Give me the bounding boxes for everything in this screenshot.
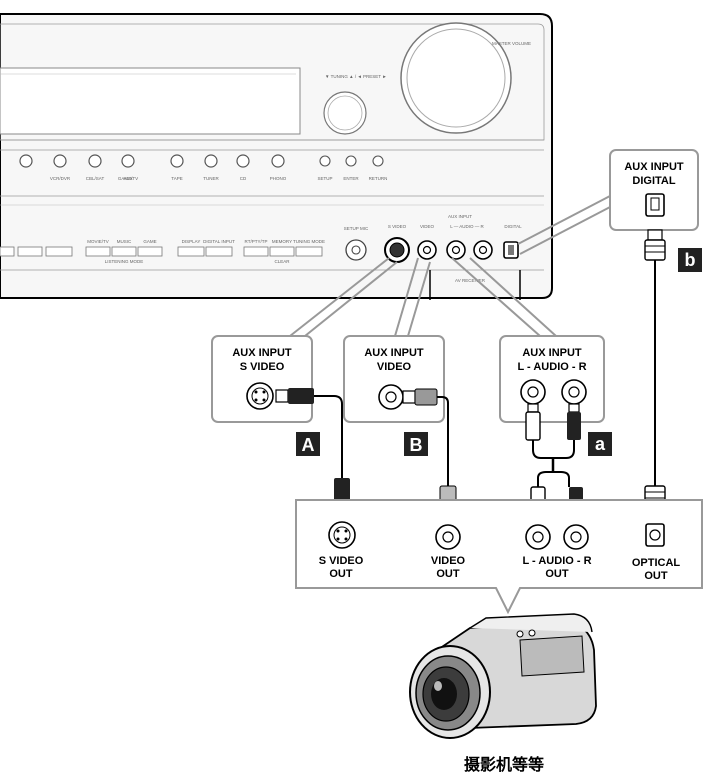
optical-cable (644, 229, 666, 519)
memory-button[interactable] (269, 246, 295, 257)
display-label: DISPLAY (182, 239, 201, 244)
panel-button[interactable] (0, 246, 15, 257)
master-volume-label: MASTER VOLUME (492, 41, 531, 46)
input-label-cd: CD (240, 176, 247, 181)
aux-input-label: AUX INPUT (448, 214, 472, 219)
svideo-out-line1: S VIDEO (319, 555, 364, 567)
input-button-phono[interactable] (271, 154, 285, 168)
lower-button-row (0, 246, 323, 257)
aux-digital-label: DIGITAL (504, 224, 522, 229)
front-display (0, 67, 301, 135)
panel-button[interactable] (45, 246, 73, 257)
callout-digital-line1: AUX INPUT (624, 161, 684, 173)
svg-text:B: B (410, 435, 423, 455)
rt-pty-tp-button[interactable] (243, 246, 269, 257)
device-caption: 摄影机等等 (464, 755, 544, 774)
callout-video-line2: VIDEO (377, 361, 412, 373)
callout-video: AUX INPUT VIDEO (343, 335, 445, 423)
callout-digital: AUX INPUT DIGITAL (609, 149, 699, 231)
video-out-line1: VIDEO (431, 555, 466, 567)
tuning-mode-button[interactable] (295, 246, 323, 257)
callout-digital-line2: DIGITAL (632, 175, 675, 187)
aux-svideo-label: S VIDEO (388, 224, 407, 229)
input-label-phono: PHONO (270, 176, 287, 181)
input-label-aux: AUX (123, 176, 132, 181)
svg-text:a: a (595, 434, 606, 454)
movie-tv-label: MOVIE/TV (87, 239, 109, 244)
panel-button[interactable] (17, 246, 43, 257)
listening-mode-label: LISTENING MODE (105, 259, 144, 264)
video-out-jack (435, 524, 461, 550)
audio-out-line1: L - AUDIO - R (522, 555, 591, 567)
setup-mic-label: SETUP MIC (344, 226, 369, 231)
music-button[interactable] (111, 246, 137, 257)
callout-video-line1: AUX INPUT (364, 347, 424, 359)
video-out-line2: OUT (436, 568, 460, 580)
aux-audio-label: L — AUDIO — R (450, 224, 484, 229)
av-receiver-label: AV RECEIVER (455, 278, 486, 283)
game-button[interactable] (137, 246, 163, 257)
tuning-preset-label: ▼ TUNING ▲ / ◄ PRESET ► (325, 74, 387, 79)
rt-pty-tp-label: RT/PTY/TP (245, 239, 268, 244)
master-volume-knob[interactable] (400, 22, 512, 134)
callout-svideo: AUX INPUT S VIDEO (211, 335, 313, 423)
input-button-tape[interactable] (170, 154, 184, 168)
input-label-cbl-sat: CBL/SAT (86, 176, 105, 181)
return-button[interactable] (372, 155, 384, 167)
digital-input-button[interactable] (205, 246, 233, 257)
svideo-out-line2: OUT (329, 568, 353, 580)
input-button-tuner[interactable] (204, 154, 218, 168)
svg-text:b: b (685, 250, 696, 270)
input-label-game-tv: GAME/TV (118, 176, 138, 181)
audio-out-jacks (525, 524, 589, 550)
enter-button[interactable] (345, 155, 357, 167)
cable-label-a: a (588, 432, 612, 456)
input-selector-buttons (19, 154, 384, 168)
callout-audio: AUX INPUT L - AUDIO - R (499, 335, 605, 423)
callout-audio-line2: L - AUDIO - R (517, 361, 586, 373)
cable-label-b: b (678, 248, 702, 272)
input-button-vcr-dvr[interactable] (53, 154, 67, 168)
tuning-mode-label: TUNING MODE (293, 239, 325, 244)
movie-tv-button[interactable] (85, 246, 111, 257)
callout-audio-line1: AUX INPUT (522, 347, 582, 359)
display-button[interactable] (177, 246, 205, 257)
svideo-out-jack (328, 521, 356, 549)
enter-label: ENTER (343, 176, 359, 181)
input-label-tuner: TUNER (203, 176, 219, 181)
audio-out-line2: OUT (545, 568, 569, 580)
callout-svideo-line1: AUX INPUT (232, 347, 292, 359)
return-label: RETURN (369, 176, 388, 181)
input-button-cbl-sat[interactable] (88, 154, 102, 168)
cable-label-B: B (404, 432, 428, 456)
callout-svideo-line2: S VIDEO (240, 361, 285, 373)
callout-leaders (289, 195, 613, 337)
setup-label: SETUP (317, 176, 332, 181)
camcorder-output-panel (295, 499, 703, 615)
digital-input-label: DIGITAL INPUT (203, 239, 235, 244)
input-label-vcr-dvr: VCR/DVR (50, 176, 71, 181)
input-button-cd[interactable] (236, 154, 250, 168)
aux-video-label: VIDEO (420, 224, 435, 229)
game-label: GAME (143, 239, 156, 244)
setup-button[interactable] (319, 155, 331, 167)
memory-label: MEMORY (272, 239, 292, 244)
cable-label-A: A (296, 432, 320, 456)
input-label-tape: TAPE (171, 176, 182, 181)
clear-label: CLEAR (274, 259, 290, 264)
optical-out-line1: OPTICAL (632, 557, 681, 569)
optical-out-line2: OUT (644, 570, 668, 582)
svg-text:A: A (302, 435, 315, 455)
input-button-game-tv[interactable] (121, 154, 135, 168)
optical-out-jack (645, 523, 665, 547)
camcorder-illustration (409, 613, 597, 739)
tuning-knob[interactable] (323, 91, 367, 135)
input-button[interactable] (19, 154, 33, 168)
music-label: MUSIC (117, 239, 132, 244)
